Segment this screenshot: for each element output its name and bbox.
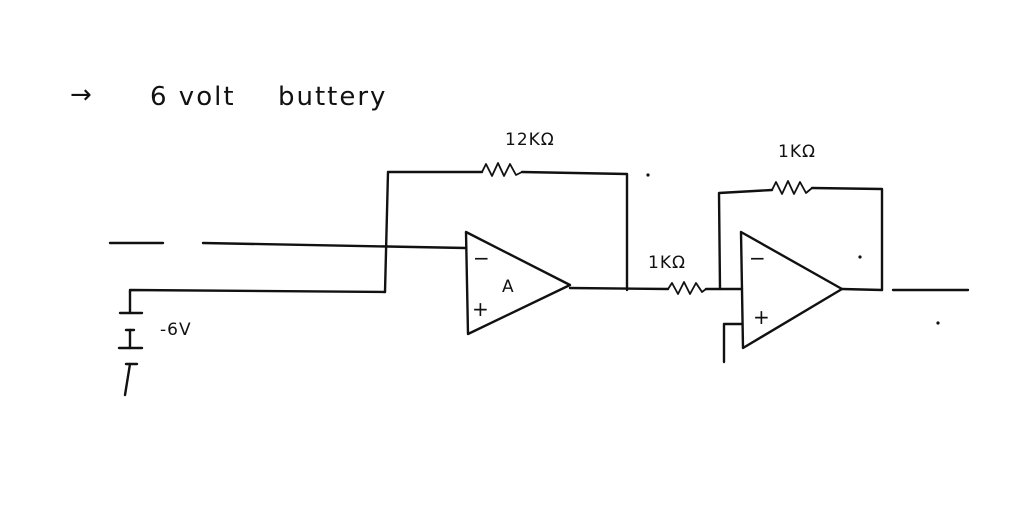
- feedback1-resistor-label: 12KΩ: [505, 130, 555, 150]
- opamp-a-inverting-sign: −: [473, 246, 490, 270]
- note-arrow: →: [70, 80, 94, 110]
- stray-dot-2: [858, 255, 862, 259]
- note-text-volt: 6 volt: [150, 82, 236, 112]
- stray-dot-3: [936, 321, 940, 325]
- feedback2-right-wire: [810, 186, 884, 292]
- battery-symbol: [117, 290, 144, 397]
- opamp-a-noninverting-sign: +: [472, 297, 489, 321]
- battery-lead-bottom: [123, 362, 132, 397]
- input2-resistor-label: 1KΩ: [648, 253, 686, 273]
- opamp-a-label: A: [502, 277, 515, 297]
- opamp-a-triangle: [464, 230, 572, 336]
- feedback1-resistor: [481, 162, 523, 177]
- feedback2-left-wire: [717, 188, 774, 291]
- feedback2-resistor-label: 1KΩ: [778, 142, 816, 162]
- opamp-a-output-wire: [568, 286, 670, 291]
- opamp-2-output-wire: [840, 287, 884, 292]
- feedback1-right-wire: [520, 170, 629, 292]
- input2-resistor: [667, 281, 707, 295]
- opamp-2-noninverting-ground-wire: [722, 322, 744, 364]
- opamp-2-inverting-sign: −: [749, 246, 766, 270]
- opamp-a: − + A: [464, 230, 572, 336]
- opamp-2-noninverting-sign: +: [753, 305, 770, 329]
- battery-label: -6V: [160, 320, 192, 340]
- battery-wire: [128, 288, 387, 294]
- opamp-2: − +: [739, 230, 844, 350]
- stray-dot-1: [646, 173, 650, 177]
- opamp-2-triangle: [739, 230, 844, 350]
- note-text-battery: buttery: [278, 82, 387, 112]
- input-wire-to-inverting: [201, 241, 468, 250]
- feedback1-left-wire: [383, 170, 484, 294]
- feedback2-resistor: [771, 180, 813, 195]
